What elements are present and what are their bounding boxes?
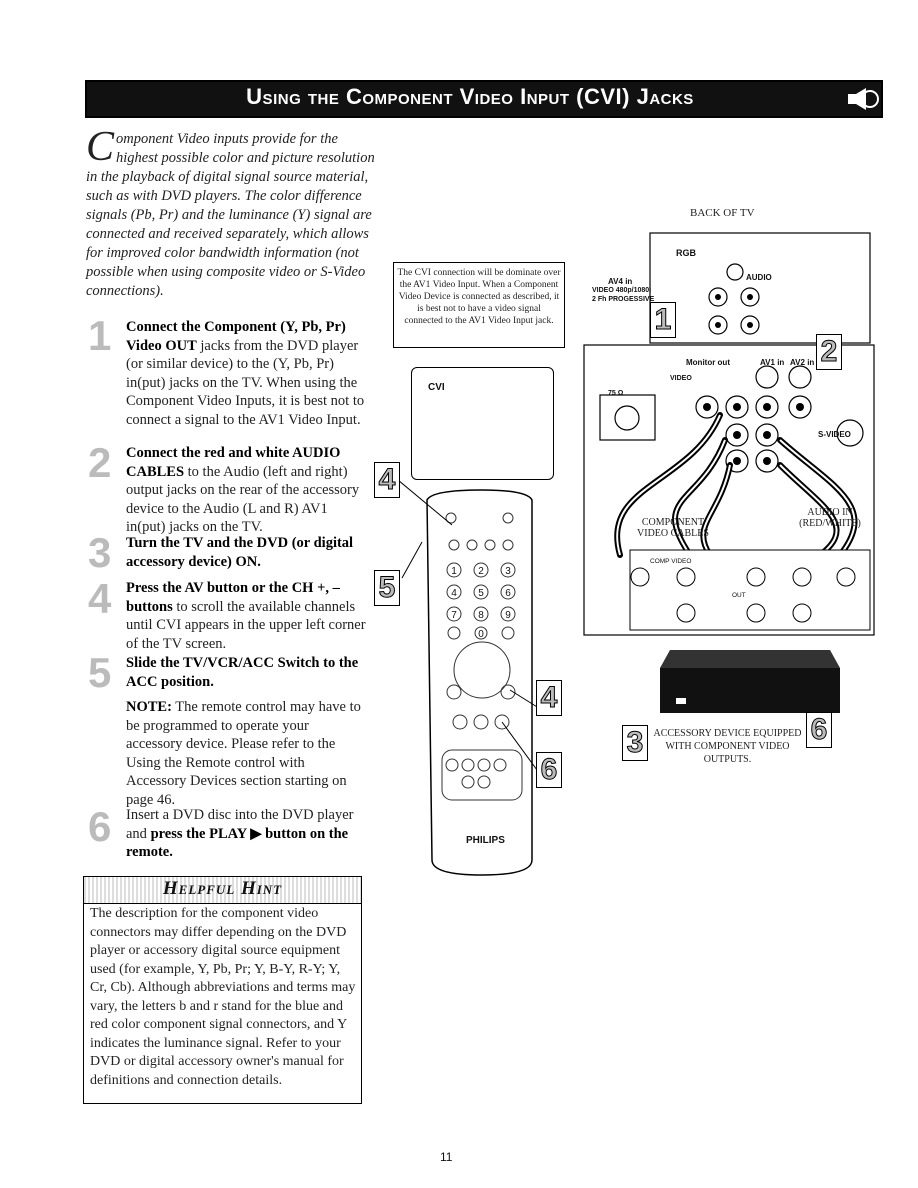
rgb-label: RGB [676, 248, 696, 258]
step-6-text: Insert a DVD disc into the DVD player an… [126, 807, 354, 860]
back-of-tv-diagram [583, 232, 875, 636]
step-number-1: 1 [88, 312, 112, 359]
video-label: VIDEO [670, 375, 692, 382]
title-banner [85, 80, 883, 118]
svg-text:5: 5 [478, 588, 484, 599]
step-number-2: 2 [88, 439, 112, 486]
callout-6-remote: 6 [536, 752, 562, 788]
cvi-screen-label: CVI [428, 382, 445, 393]
hint-text: The description for the component video … [90, 906, 356, 1088]
monitor-out-label: Monitor out [686, 358, 730, 367]
remote-note: NOTE: The remote control may have to be … [126, 699, 361, 808]
antenna-label: 75 Ω [608, 390, 624, 397]
svg-text:3: 3 [505, 566, 511, 577]
step-3-text: Turn the TV and the DVD (or digital acce… [126, 535, 354, 570]
svg-text:9: 9 [505, 610, 511, 621]
callout-4-top: 4 [374, 462, 400, 498]
svg-text:2: 2 [478, 566, 484, 577]
hint-title-background [84, 877, 361, 904]
accessory-device-label: ACCESSORY DEVICE EQUIPPED WITH COMPONENT… [653, 728, 802, 765]
step-4-text: Press the AV button or the CH +, – butto… [126, 580, 366, 652]
callout-4-bottom: 4 [536, 680, 562, 716]
remote-control-illustration: 1 2 3 4 5 6 7 8 9 0 [379, 464, 543, 876]
page-number: 11 [440, 1150, 453, 1164]
step-number-4: 4 [88, 575, 112, 622]
tv-screen [411, 367, 554, 480]
callout-3: 3 [622, 725, 648, 761]
av1-in-label: AV1 in [760, 358, 785, 367]
accessory-device-box [660, 650, 840, 713]
step-2-text: Connect the red and white AUDIO CABLES t… [126, 445, 360, 535]
step-number-5: 5 [88, 649, 112, 696]
page-title: Using the Component Video Input (CVI) Ja… [246, 84, 694, 109]
step-number-3: 3 [88, 529, 112, 576]
audio-label: AUDIO [746, 273, 772, 282]
hint-title: Helpful Hint [162, 878, 283, 899]
svg-text:1: 1 [451, 566, 457, 577]
helpful-hint-box [83, 876, 362, 1104]
speaker-icon [840, 84, 880, 114]
back-of-tv-label: BACK OF TV [690, 207, 755, 219]
svg-text:7: 7 [451, 610, 457, 621]
svg-text:0: 0 [478, 629, 484, 640]
component-cables-label: COMPONENT VIDEO CABLES [637, 517, 709, 539]
comp-video-label: COMP VIDEO [650, 558, 692, 565]
svg-text:8: 8 [478, 610, 484, 621]
svg-text:4: 4 [451, 588, 457, 599]
callout-6-device: 6 [806, 712, 832, 748]
svg-text:6: 6 [505, 588, 511, 599]
out-label: OUT [732, 592, 746, 599]
remote-brand-label: PHILIPS [466, 835, 505, 846]
av2-in-label: AV2 in [790, 358, 815, 367]
audio-in-label: AUDIO IN (RED/WHITE) [799, 507, 861, 529]
video-480p-label: VIDEO 480p/1080i [592, 287, 652, 294]
av4-in-label: AV4 in [608, 277, 633, 286]
s-video-label: S-VIDEO [818, 430, 851, 439]
cvi-dominance-note: The CVI connection will be dominate over… [393, 262, 565, 348]
step-number-6: 6 [88, 803, 112, 850]
callout-5: 5 [374, 570, 400, 606]
callout-1: 1 [650, 302, 676, 338]
step-5-text: Slide the TV/VCR/ACC Switch to the ACC p… [126, 655, 359, 690]
drop-cap: C [86, 124, 115, 170]
callout-2: 2 [816, 334, 842, 370]
step-1-text: Connect the Component (Y, Pb, Pr) Video … [126, 319, 365, 428]
progressive-label: 2 Fh PROGESSIVE [592, 296, 655, 303]
